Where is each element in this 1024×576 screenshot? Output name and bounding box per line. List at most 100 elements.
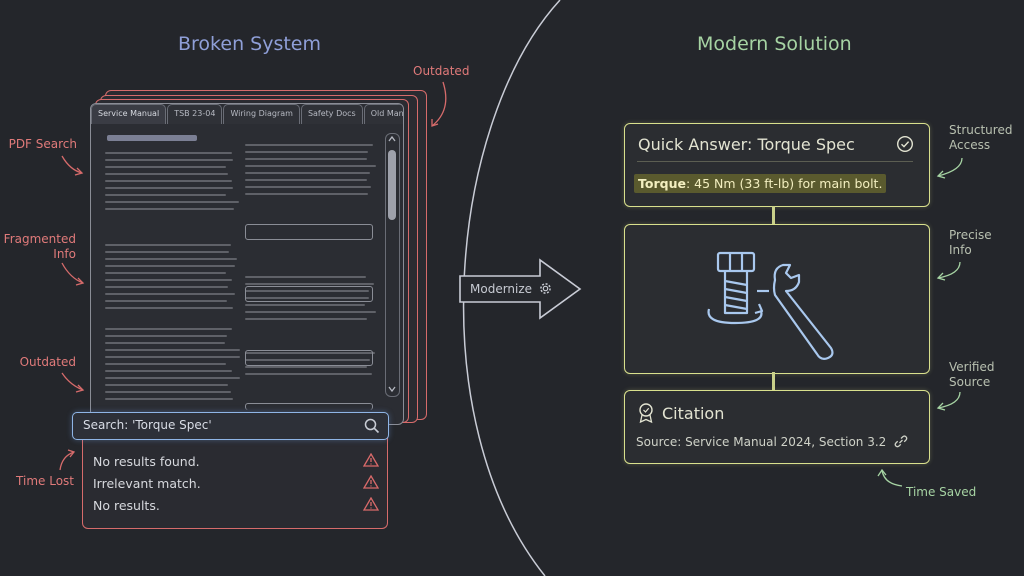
- document-text-line: [105, 201, 239, 203]
- document-text-line: [245, 318, 367, 320]
- document-text-line: [245, 186, 371, 188]
- document-text-line: [245, 290, 369, 292]
- check-circle-icon: [896, 135, 914, 153]
- document-text-line: [105, 173, 228, 175]
- scroll-down-icon[interactable]: [386, 384, 398, 394]
- document-form-field: [245, 224, 373, 240]
- document-text-line: [245, 352, 375, 354]
- result-item: No results.: [93, 498, 160, 513]
- document-text-line: [105, 307, 233, 309]
- document-text-line: [245, 304, 365, 306]
- document-tabs: Service Manual TSB 23-04 Wiring Diagram …: [91, 104, 403, 124]
- document-text-line: [105, 279, 232, 281]
- document-text-line: [105, 370, 232, 372]
- document-text-line: [245, 359, 370, 361]
- modernize-arrow: [459, 258, 582, 320]
- document-text-line: [245, 276, 366, 278]
- citation-title: Citation: [662, 404, 725, 423]
- document-text-line: [245, 311, 376, 313]
- document-text-line: [105, 398, 233, 400]
- document-text-line: [105, 159, 233, 161]
- document-text-line: [105, 152, 232, 154]
- document-text-line: [105, 187, 233, 189]
- document-text-line: [105, 335, 227, 337]
- tab-old-manuals[interactable]: Old Manuals: [363, 104, 403, 124]
- result-item: No results found.: [93, 454, 200, 469]
- document-heading-bar: [107, 135, 197, 141]
- document-text-line: [105, 194, 226, 196]
- scroll-up-icon[interactable]: [386, 134, 398, 144]
- red-pointer-arrows: [59, 81, 447, 471]
- citation-card: Citation Source: Service Manual 2024, Se…: [624, 390, 930, 464]
- broken-system-title: Broken System: [178, 33, 322, 55]
- document-text-line: [245, 297, 369, 299]
- citation-source: Source: Service Manual 2024, Section 3.2: [636, 435, 908, 449]
- label-structured-access: Structured Access: [949, 123, 1013, 152]
- tab-safety-docs[interactable]: Safety Docs: [300, 104, 363, 124]
- document-text-line: [105, 244, 231, 246]
- modern-solution-title: Modern Solution: [697, 33, 852, 55]
- document-text-line: [105, 363, 226, 365]
- document-text-line: [105, 300, 227, 302]
- document-text-line: [105, 258, 237, 260]
- document-text-line: [105, 286, 228, 288]
- card-divider: [637, 161, 913, 162]
- document-text-line: [105, 356, 240, 358]
- search-query: Search: 'Torque Spec': [83, 418, 212, 432]
- search-results-panel: No results found. Irrelevant match. No r…: [82, 438, 388, 529]
- precise-info-card: [624, 224, 930, 374]
- label-pdf-search: PDF Search: [8, 137, 77, 151]
- document-text-line: [105, 391, 231, 393]
- label-precise-info: Precise Info: [949, 228, 992, 257]
- quick-answer-card: Quick Answer: Torque Spec Torque: 45 Nm …: [624, 123, 930, 207]
- label-fragmented-info: Fragmented Info: [3, 232, 76, 261]
- card-connector: [772, 206, 775, 224]
- document-text-line: [105, 384, 228, 386]
- card-connector: [772, 372, 775, 390]
- document-form-field: [245, 286, 373, 302]
- pdf-document: Service Manual TSB 23-04 Wiring Diagram …: [90, 103, 404, 425]
- tab-service-manual[interactable]: Service Manual: [91, 104, 167, 124]
- document-text-line: [245, 193, 368, 195]
- document-text-line: [105, 328, 232, 330]
- document-text-line: [105, 349, 240, 351]
- scrollbar-thumb[interactable]: [388, 150, 396, 220]
- document-scrollbar[interactable]: [385, 133, 400, 397]
- link-icon[interactable]: [894, 435, 908, 448]
- label-time-saved: Time Saved: [906, 485, 977, 499]
- label-time-lost: Time Lost: [16, 474, 74, 488]
- document-text-line: [245, 179, 367, 181]
- search-input[interactable]: Search: 'Torque Spec': [72, 412, 389, 440]
- document-text-line: [105, 272, 226, 274]
- warning-icon: [363, 453, 379, 467]
- tab-tsb[interactable]: TSB 23-04: [167, 104, 223, 124]
- label-verified-source: Verified Source: [949, 360, 995, 389]
- warning-icon: [363, 497, 379, 511]
- gear-icon: [540, 283, 551, 294]
- document-text-line: [245, 283, 374, 285]
- search-icon[interactable]: [364, 418, 380, 434]
- document-text-line: [105, 342, 225, 344]
- document-text-line: [245, 151, 368, 153]
- quick-answer-title: Quick Answer: Torque Spec: [638, 135, 855, 154]
- modernize-label: Modernize: [470, 282, 552, 296]
- document-text-line: [105, 293, 235, 295]
- document-text-line: [105, 180, 232, 182]
- document-text-line: [105, 265, 235, 267]
- result-item: Irrelevant match.: [93, 476, 201, 491]
- label-outdated-side: Outdated: [19, 355, 76, 369]
- document-text-line: [245, 172, 370, 174]
- document-text-line: [105, 251, 229, 253]
- document-text-line: [245, 165, 376, 167]
- document-text-line: [245, 373, 372, 375]
- document-text-line: [245, 144, 373, 146]
- tab-wiring-diagram[interactable]: Wiring Diagram: [223, 104, 300, 124]
- document-text-line: [105, 377, 240, 379]
- document-text-line: [245, 366, 367, 368]
- label-outdated-top: Outdated: [413, 64, 470, 78]
- document-text-line: [105, 208, 234, 210]
- award-ribbon-icon: [639, 403, 653, 424]
- warning-icon: [363, 475, 379, 489]
